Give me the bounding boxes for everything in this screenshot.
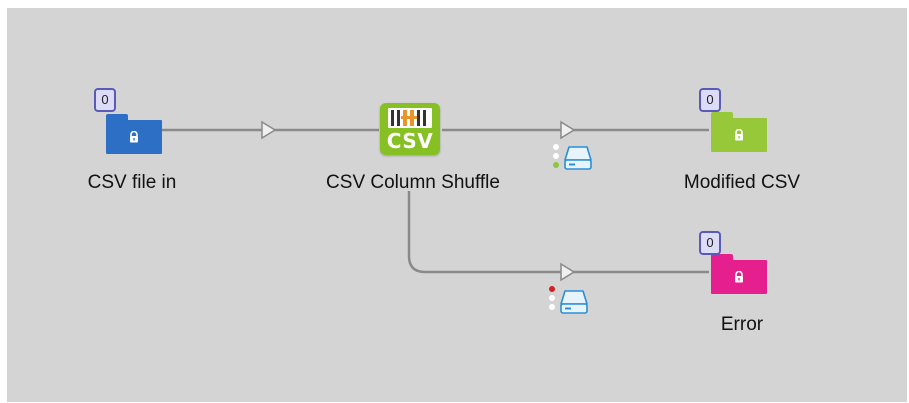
csv-shuffle-icon[interactable]: CSV: [380, 103, 440, 155]
workflow-canvas[interactable]: 0 CSV file in CSV CSV Column Shuffle: [7, 8, 907, 402]
status-dot-error: [549, 286, 555, 292]
folder-tab: [106, 114, 128, 124]
folder-tab: [711, 254, 733, 264]
connection-wires: [162, 120, 709, 282]
status-dot: [553, 144, 559, 150]
lock-icon: [735, 271, 743, 283]
lock-folder-icon[interactable]: [711, 112, 767, 152]
node-label: CSV file in: [87, 172, 177, 193]
folder-tab: [711, 112, 733, 122]
lock-icon: [735, 129, 743, 141]
processor-icon-text: CSV: [386, 129, 434, 153]
lock-folder-icon[interactable]: [106, 114, 162, 154]
item-count-badge: 0: [94, 88, 116, 112]
node-label: Error: [720, 314, 764, 335]
success-status-dots: [553, 144, 559, 171]
node-label: CSV Column Shuffle: [326, 172, 500, 193]
item-count-badge: 0: [699, 88, 721, 112]
item-count-badge: 0: [699, 231, 721, 255]
column-bars-icon: [388, 108, 432, 128]
error-status-dots: [549, 286, 555, 313]
arrow-marker-success: [560, 120, 576, 140]
lock-icon: [130, 131, 138, 143]
arrow-marker-error: [560, 262, 576, 282]
node-label: Modified CSV: [683, 172, 801, 193]
status-dot: [549, 295, 555, 301]
wire-shuffle-to-error[interactable]: [407, 191, 709, 274]
lock-folder-icon[interactable]: [711, 254, 767, 294]
hard-drive-icon[interactable]: [559, 288, 589, 316]
arrow-marker-input: [261, 120, 277, 140]
status-dot: [549, 304, 555, 310]
hard-drive-icon[interactable]: [563, 144, 593, 172]
status-dot: [553, 153, 559, 159]
status-dot-active: [553, 162, 559, 168]
